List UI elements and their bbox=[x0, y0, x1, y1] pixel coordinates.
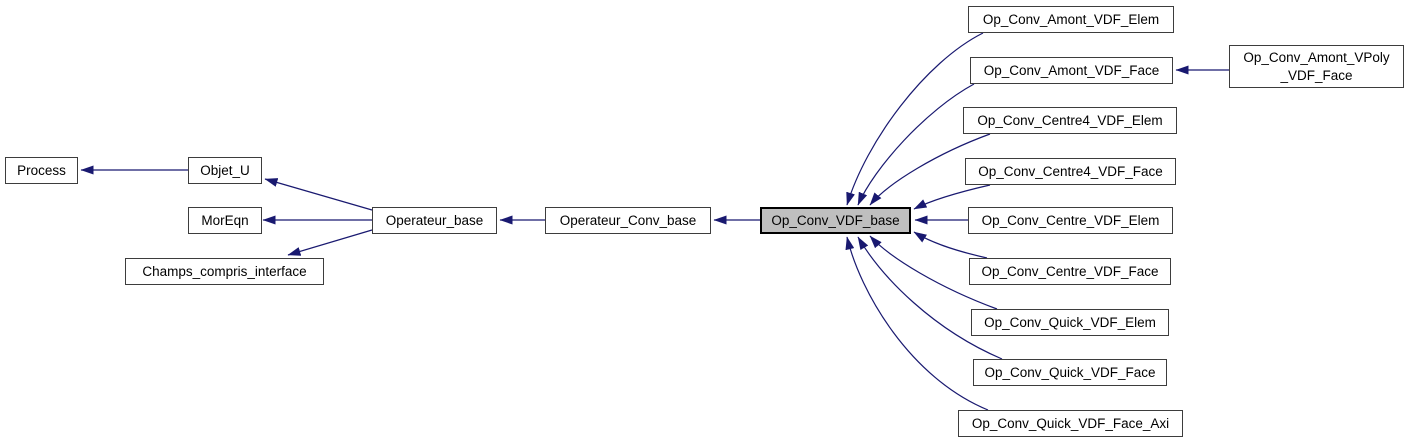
node-operateur-conv-base[interactable]: Operateur_Conv_base bbox=[545, 207, 711, 234]
edge-amontelem-to-opconvvdfbase bbox=[846, 32, 984, 206]
node-op-conv-amont-vdf-elem[interactable]: Op_Conv_Amont_VDF_Elem bbox=[968, 6, 1174, 33]
node-moreqn[interactable]: MorEqn bbox=[188, 207, 262, 234]
node-op-conv-quick-vdf-elem[interactable]: Op_Conv_Quick_VDF_Elem bbox=[971, 309, 1169, 336]
node-op-conv-amont-vpoly-vdf-face[interactable]: Op_Conv_Amont_VPoly _VDF_Face bbox=[1229, 45, 1404, 88]
edge-amontface-to-opconvvdfbase bbox=[857, 83, 975, 206]
edge-operateurbase-to-objetu bbox=[264, 178, 373, 211]
node-champs-compris-interface[interactable]: Champs_compris_interface bbox=[125, 258, 324, 285]
edge-centre4face-to-opconvvdfbase bbox=[913, 184, 991, 210]
node-op-conv-centre-vdf-face[interactable]: Op_Conv_Centre_VDF_Face bbox=[969, 258, 1171, 285]
edge-quickfaceaxi-to-opconvvdfbase bbox=[845, 236, 989, 411]
edge-centre4elem-to-opconvvdfbase bbox=[869, 133, 991, 206]
node-op-conv-quick-vdf-face-axi[interactable]: Op_Conv_Quick_VDF_Face_Axi bbox=[958, 410, 1183, 437]
node-process[interactable]: Process bbox=[5, 157, 78, 184]
node-op-conv-centre4-vdf-elem[interactable]: Op_Conv_Centre4_VDF_Elem bbox=[963, 107, 1177, 134]
node-op-conv-vdf-base[interactable]: Op_Conv_VDF_base bbox=[760, 207, 911, 234]
node-objet-u[interactable]: Objet_U bbox=[188, 157, 262, 184]
node-op-conv-centre4-vdf-face[interactable]: Op_Conv_Centre4_VDF_Face bbox=[965, 158, 1176, 185]
node-op-conv-quick-vdf-face[interactable]: Op_Conv_Quick_VDF_Face bbox=[973, 359, 1167, 386]
edge-centreface-to-opconvvdfbase bbox=[913, 231, 988, 259]
edge-quickface-to-opconvvdfbase bbox=[857, 236, 1003, 360]
node-op-conv-centre-vdf-elem[interactable]: Op_Conv_Centre_VDF_Elem bbox=[968, 207, 1173, 234]
edge-operateurbase-to-champs bbox=[287, 229, 373, 256]
node-op-conv-amont-vdf-face[interactable]: Op_Conv_Amont_VDF_Face bbox=[970, 57, 1173, 84]
node-operateur-base[interactable]: Operateur_base bbox=[372, 207, 497, 234]
edge-quickelem-to-opconvvdfbase bbox=[869, 235, 998, 310]
